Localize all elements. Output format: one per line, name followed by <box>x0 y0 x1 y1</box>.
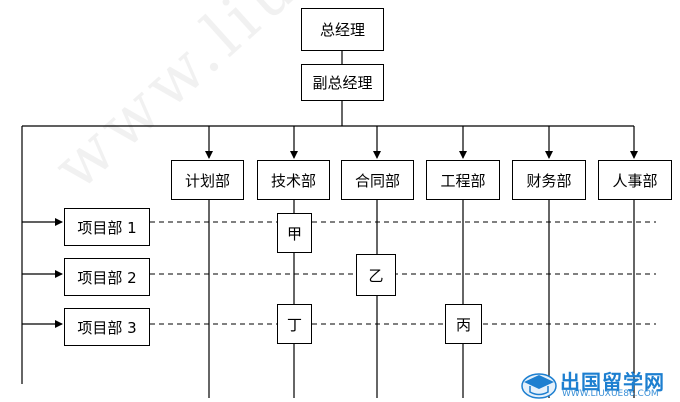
project-dept-3-box: 项目部 3 <box>64 308 150 346</box>
dept-planning-box: 计划部 <box>171 160 244 200</box>
intersection-cell: 甲 <box>277 213 312 253</box>
intersection-cell: 乙 <box>356 254 396 296</box>
intersection-cell: 丁 <box>277 304 312 344</box>
dept-contract-box: 合同部 <box>341 160 414 200</box>
dept-finance-box: 财务部 <box>512 160 586 200</box>
brand-watermark: 出国留学网 WWW.LIUXUE86.COM <box>520 364 678 400</box>
dept-hr-box: 人事部 <box>598 160 672 200</box>
project-dept-1-box: 项目部 1 <box>64 208 150 246</box>
graduation-cap-icon <box>521 373 557 399</box>
dept-technical-box: 技术部 <box>257 160 330 200</box>
vice-ceo-box: 副总经理 <box>301 64 384 101</box>
dept-engineering-box: 工程部 <box>426 160 500 200</box>
intersection-cell: 丙 <box>445 304 482 344</box>
brand-title: 出国留学网 <box>560 370 665 394</box>
brand-url: WWW.LIUXUE86.COM <box>562 389 659 399</box>
project-dept-2-box: 项目部 2 <box>64 258 150 296</box>
ceo-box: 总经理 <box>301 8 384 51</box>
